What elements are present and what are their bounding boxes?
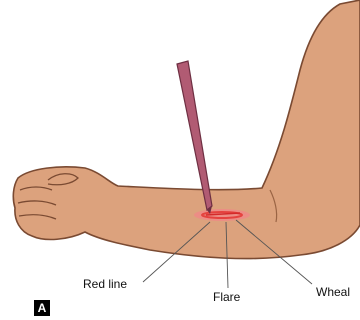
label-wheal: Wheal (316, 285, 350, 299)
label-red-line: Red line (83, 277, 127, 291)
label-flare: Flare (213, 290, 240, 304)
stylus (177, 61, 212, 210)
arm (13, 0, 360, 259)
panel-letter-badge: A (34, 300, 50, 316)
